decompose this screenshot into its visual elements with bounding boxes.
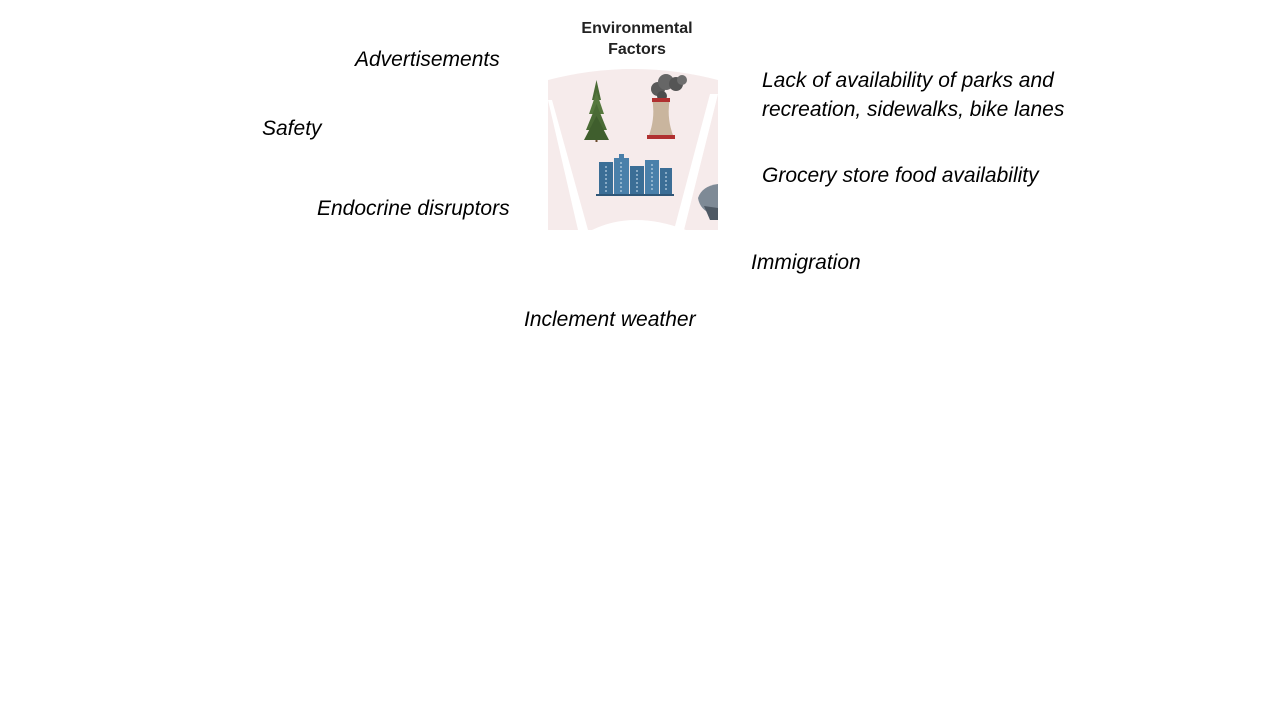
- factor-parks-line-2: recreation, sidewalks, bike lanes: [762, 98, 1065, 121]
- factor-advertisements: Advertisements: [355, 48, 500, 71]
- factor-endocrine-disruptors: Endocrine disruptors: [317, 197, 510, 220]
- segment-gap-right: [674, 94, 718, 230]
- factory-smoke-icon: [647, 74, 687, 139]
- environmental-factors-graphic: Environmental Factors: [548, 14, 718, 230]
- center-title-line-1: Environmental: [581, 20, 693, 37]
- environmental-factors-illustration: [548, 69, 718, 230]
- center-title: Environmental Factors: [548, 18, 726, 60]
- factor-parks-recreation: Lack of availability of parks and recrea…: [762, 66, 1064, 124]
- partial-object-icon: [698, 184, 718, 220]
- factor-grocery-availability: Grocery store food availability: [762, 164, 1039, 187]
- city-buildings-icon: [596, 154, 674, 196]
- center-title-line-2: Factors: [608, 41, 666, 58]
- factor-immigration: Immigration: [751, 251, 861, 274]
- tree-icon: [584, 80, 609, 142]
- factor-inclement-weather: Inclement weather: [524, 308, 696, 331]
- factor-parks-line-1: Lack of availability of parks and: [762, 69, 1054, 92]
- factor-safety: Safety: [262, 117, 322, 140]
- panel-background: [548, 69, 718, 230]
- segment-gap-left: [548, 100, 588, 230]
